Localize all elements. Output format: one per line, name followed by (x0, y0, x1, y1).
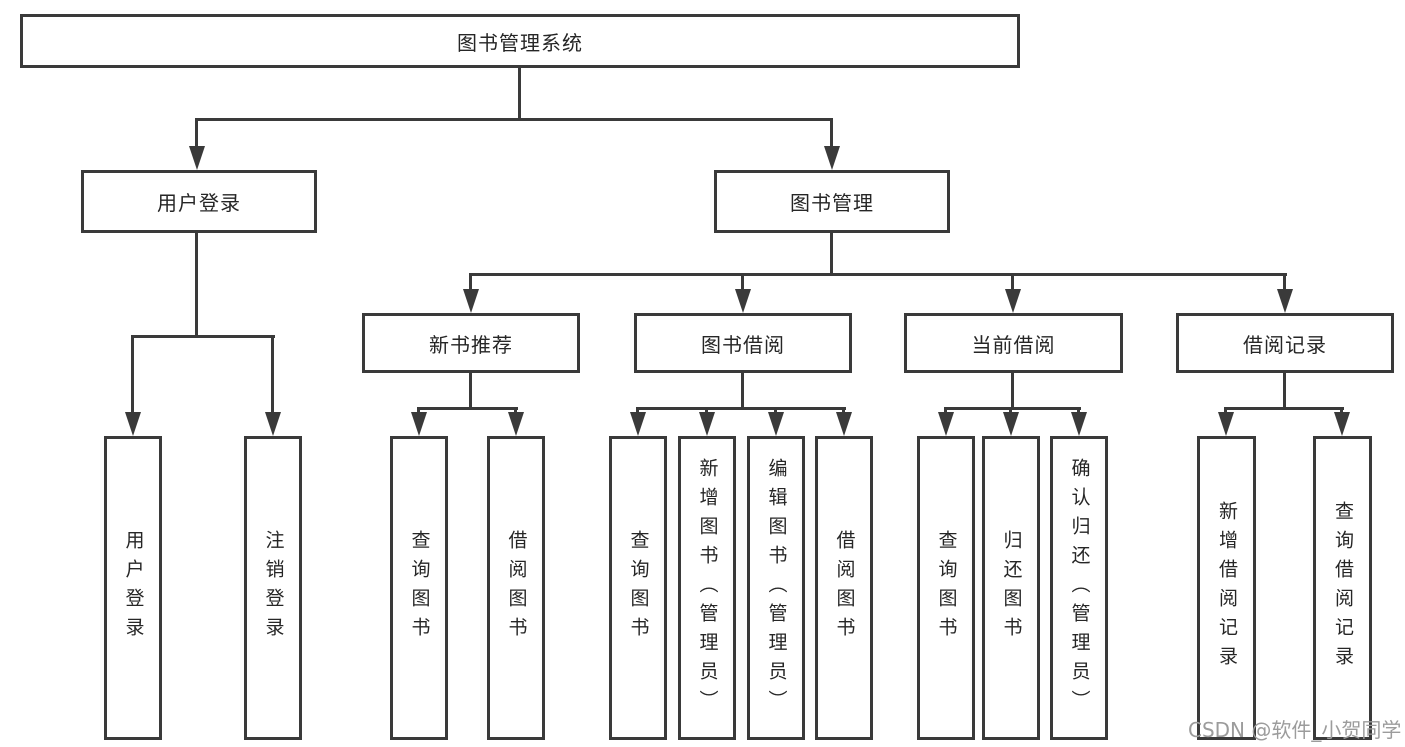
node-label: 当前借阅 (971, 332, 1056, 357)
node-label: 查询图书 (627, 530, 650, 646)
node-label: 新书推荐 (429, 332, 513, 357)
connector-line (741, 373, 744, 410)
node-borrow-books-borrowing: 借阅图书 (815, 436, 873, 740)
node-label: 借阅记录 (1243, 332, 1327, 357)
connector-line (741, 273, 744, 295)
node-label: 图书管理系统 (457, 30, 583, 55)
connector-line (944, 407, 1081, 410)
node-query-books-newbooks: 查询图书 (390, 436, 448, 740)
connector-line (271, 335, 274, 418)
arrow-down-icon (265, 412, 281, 436)
node-label: 确认归还（管理员） (1068, 457, 1091, 719)
watermark: CSDN @软件_小贺同学 (1188, 718, 1402, 742)
connector-line (417, 407, 518, 410)
node-borrow-books-newbooks: 借阅图书 (487, 436, 545, 740)
connector-line (830, 118, 833, 152)
node-label: 图书管理 (790, 191, 874, 215)
node-label: 用户登录 (122, 530, 145, 646)
connector-line (1224, 407, 1344, 410)
node-label: 借阅图书 (505, 530, 528, 646)
arrow-down-icon (824, 146, 840, 170)
connector-line (830, 233, 833, 276)
connector-line (469, 373, 472, 410)
node-label: 查询图书 (408, 530, 431, 646)
arrow-down-icon (735, 289, 751, 313)
connector-line (636, 407, 846, 410)
node-label: 图书借阅 (701, 332, 785, 357)
node-book-borrowing: 图书借阅 (634, 313, 852, 373)
arrow-down-icon (1071, 412, 1087, 436)
node-label: 查询图书 (935, 530, 958, 646)
node-new-book-recommendation: 新书推荐 (362, 313, 580, 373)
connector-line (1283, 373, 1286, 410)
node-label: 编辑图书（管理员） (765, 457, 788, 719)
node-add-books-admin: 新增图书（管理员） (678, 436, 736, 740)
connector-line (195, 233, 198, 338)
arrow-down-icon (1277, 289, 1293, 313)
connector-line (518, 68, 521, 121)
arrow-down-icon (1218, 412, 1234, 436)
connector-line (1011, 273, 1014, 295)
node-confirm-return-admin: 确认归还（管理员） (1050, 436, 1108, 740)
node-label: 查询借阅记录 (1332, 501, 1354, 675)
connector-line (1011, 373, 1014, 410)
node-label: 注销登录 (262, 530, 285, 646)
node-label: 借阅图书 (833, 530, 856, 646)
connector-line (1283, 273, 1286, 295)
node-logout: 注销登录 (244, 436, 302, 740)
node-label: 用户登录 (157, 191, 241, 215)
arrow-down-icon (508, 412, 524, 436)
connector-line (196, 118, 833, 121)
arrow-down-icon (463, 289, 479, 313)
node-label: 新增图书（管理员） (696, 457, 719, 719)
node-add-borrow-record: 新增借阅记录 (1197, 436, 1256, 740)
node-edit-books-admin: 编辑图书（管理员） (747, 436, 805, 740)
arrow-down-icon (836, 412, 852, 436)
node-query-books-borrowing: 查询图书 (609, 436, 667, 740)
node-user-login: 用户登录 (81, 170, 317, 233)
node-book-management: 图书管理 (714, 170, 950, 233)
node-library-management-system: 图书管理系统 (20, 14, 1020, 68)
node-current-borrowing: 当前借阅 (904, 313, 1123, 373)
node-query-borrow-record: 查询借阅记录 (1313, 436, 1372, 740)
arrow-down-icon (1005, 289, 1021, 313)
node-label: 新增借阅记录 (1216, 501, 1238, 675)
arrow-down-icon (938, 412, 954, 436)
node-borrow-records: 借阅记录 (1176, 313, 1394, 373)
node-query-books-current: 查询图书 (917, 436, 975, 740)
arrow-down-icon (699, 412, 715, 436)
node-label: 归还图书 (1000, 530, 1023, 646)
arrow-down-icon (768, 412, 784, 436)
node-user-login-leaf: 用户登录 (104, 436, 162, 740)
connector-line (131, 335, 134, 418)
arrow-down-icon (1334, 412, 1350, 436)
arrow-down-icon (630, 412, 646, 436)
connector-line (195, 118, 198, 152)
arrow-down-icon (189, 146, 205, 170)
arrow-down-icon (125, 412, 141, 436)
node-return-books: 归还图书 (982, 436, 1040, 740)
connector-line (469, 273, 1287, 276)
arrow-down-icon (411, 412, 427, 436)
connector-line (131, 335, 275, 338)
connector-line (469, 273, 472, 295)
arrow-down-icon (1003, 412, 1019, 436)
